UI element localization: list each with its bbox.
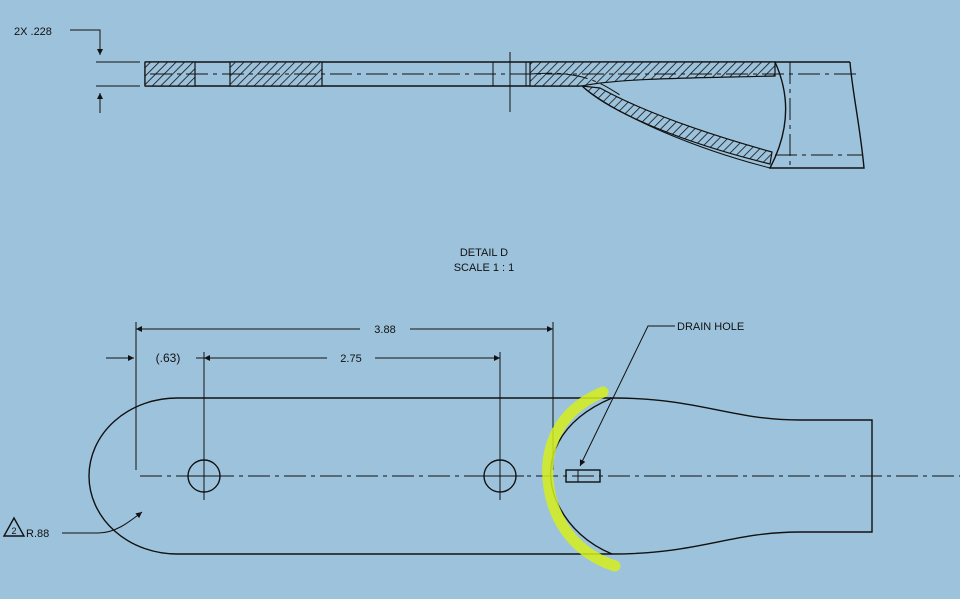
section-curve-center <box>529 72 621 96</box>
detail-scale: SCALE 1 : 1 <box>454 262 515 274</box>
part-outline <box>88 397 873 555</box>
drain-hole-label: DRAIN HOLE <box>677 321 744 333</box>
section-paddle-end <box>768 61 865 169</box>
detail-title: DETAIL D <box>460 247 508 259</box>
mounting-hole-left <box>180 452 228 500</box>
mounting-hole-right <box>476 452 524 500</box>
section-hatch-curve <box>580 85 773 165</box>
plan-view: 3.88 2.75 (.63) DRAIN HOLE 2 R.88 <box>2 321 960 555</box>
drain-hole-leader <box>579 325 675 467</box>
thickness-leader-top <box>70 29 103 55</box>
revision-marker: 2 <box>11 526 16 536</box>
highlight-markup <box>542 386 621 572</box>
drain-hole <box>565 469 601 483</box>
thickness-callout-text: 2X .228 <box>14 26 52 38</box>
revision-triangle-icon: 2 <box>2 516 26 537</box>
section-hatch-3 <box>529 61 776 87</box>
section-curve-lower <box>581 85 771 169</box>
hole-spacing-dimension: 2.75 <box>340 353 361 365</box>
radius-callout: R.88 <box>26 528 49 540</box>
radius-leader <box>62 511 143 534</box>
overall-dimension: 3.88 <box>374 324 395 336</box>
reference-dimension: (.63) <box>156 351 181 365</box>
section-view: 2X .228 <box>14 26 865 169</box>
